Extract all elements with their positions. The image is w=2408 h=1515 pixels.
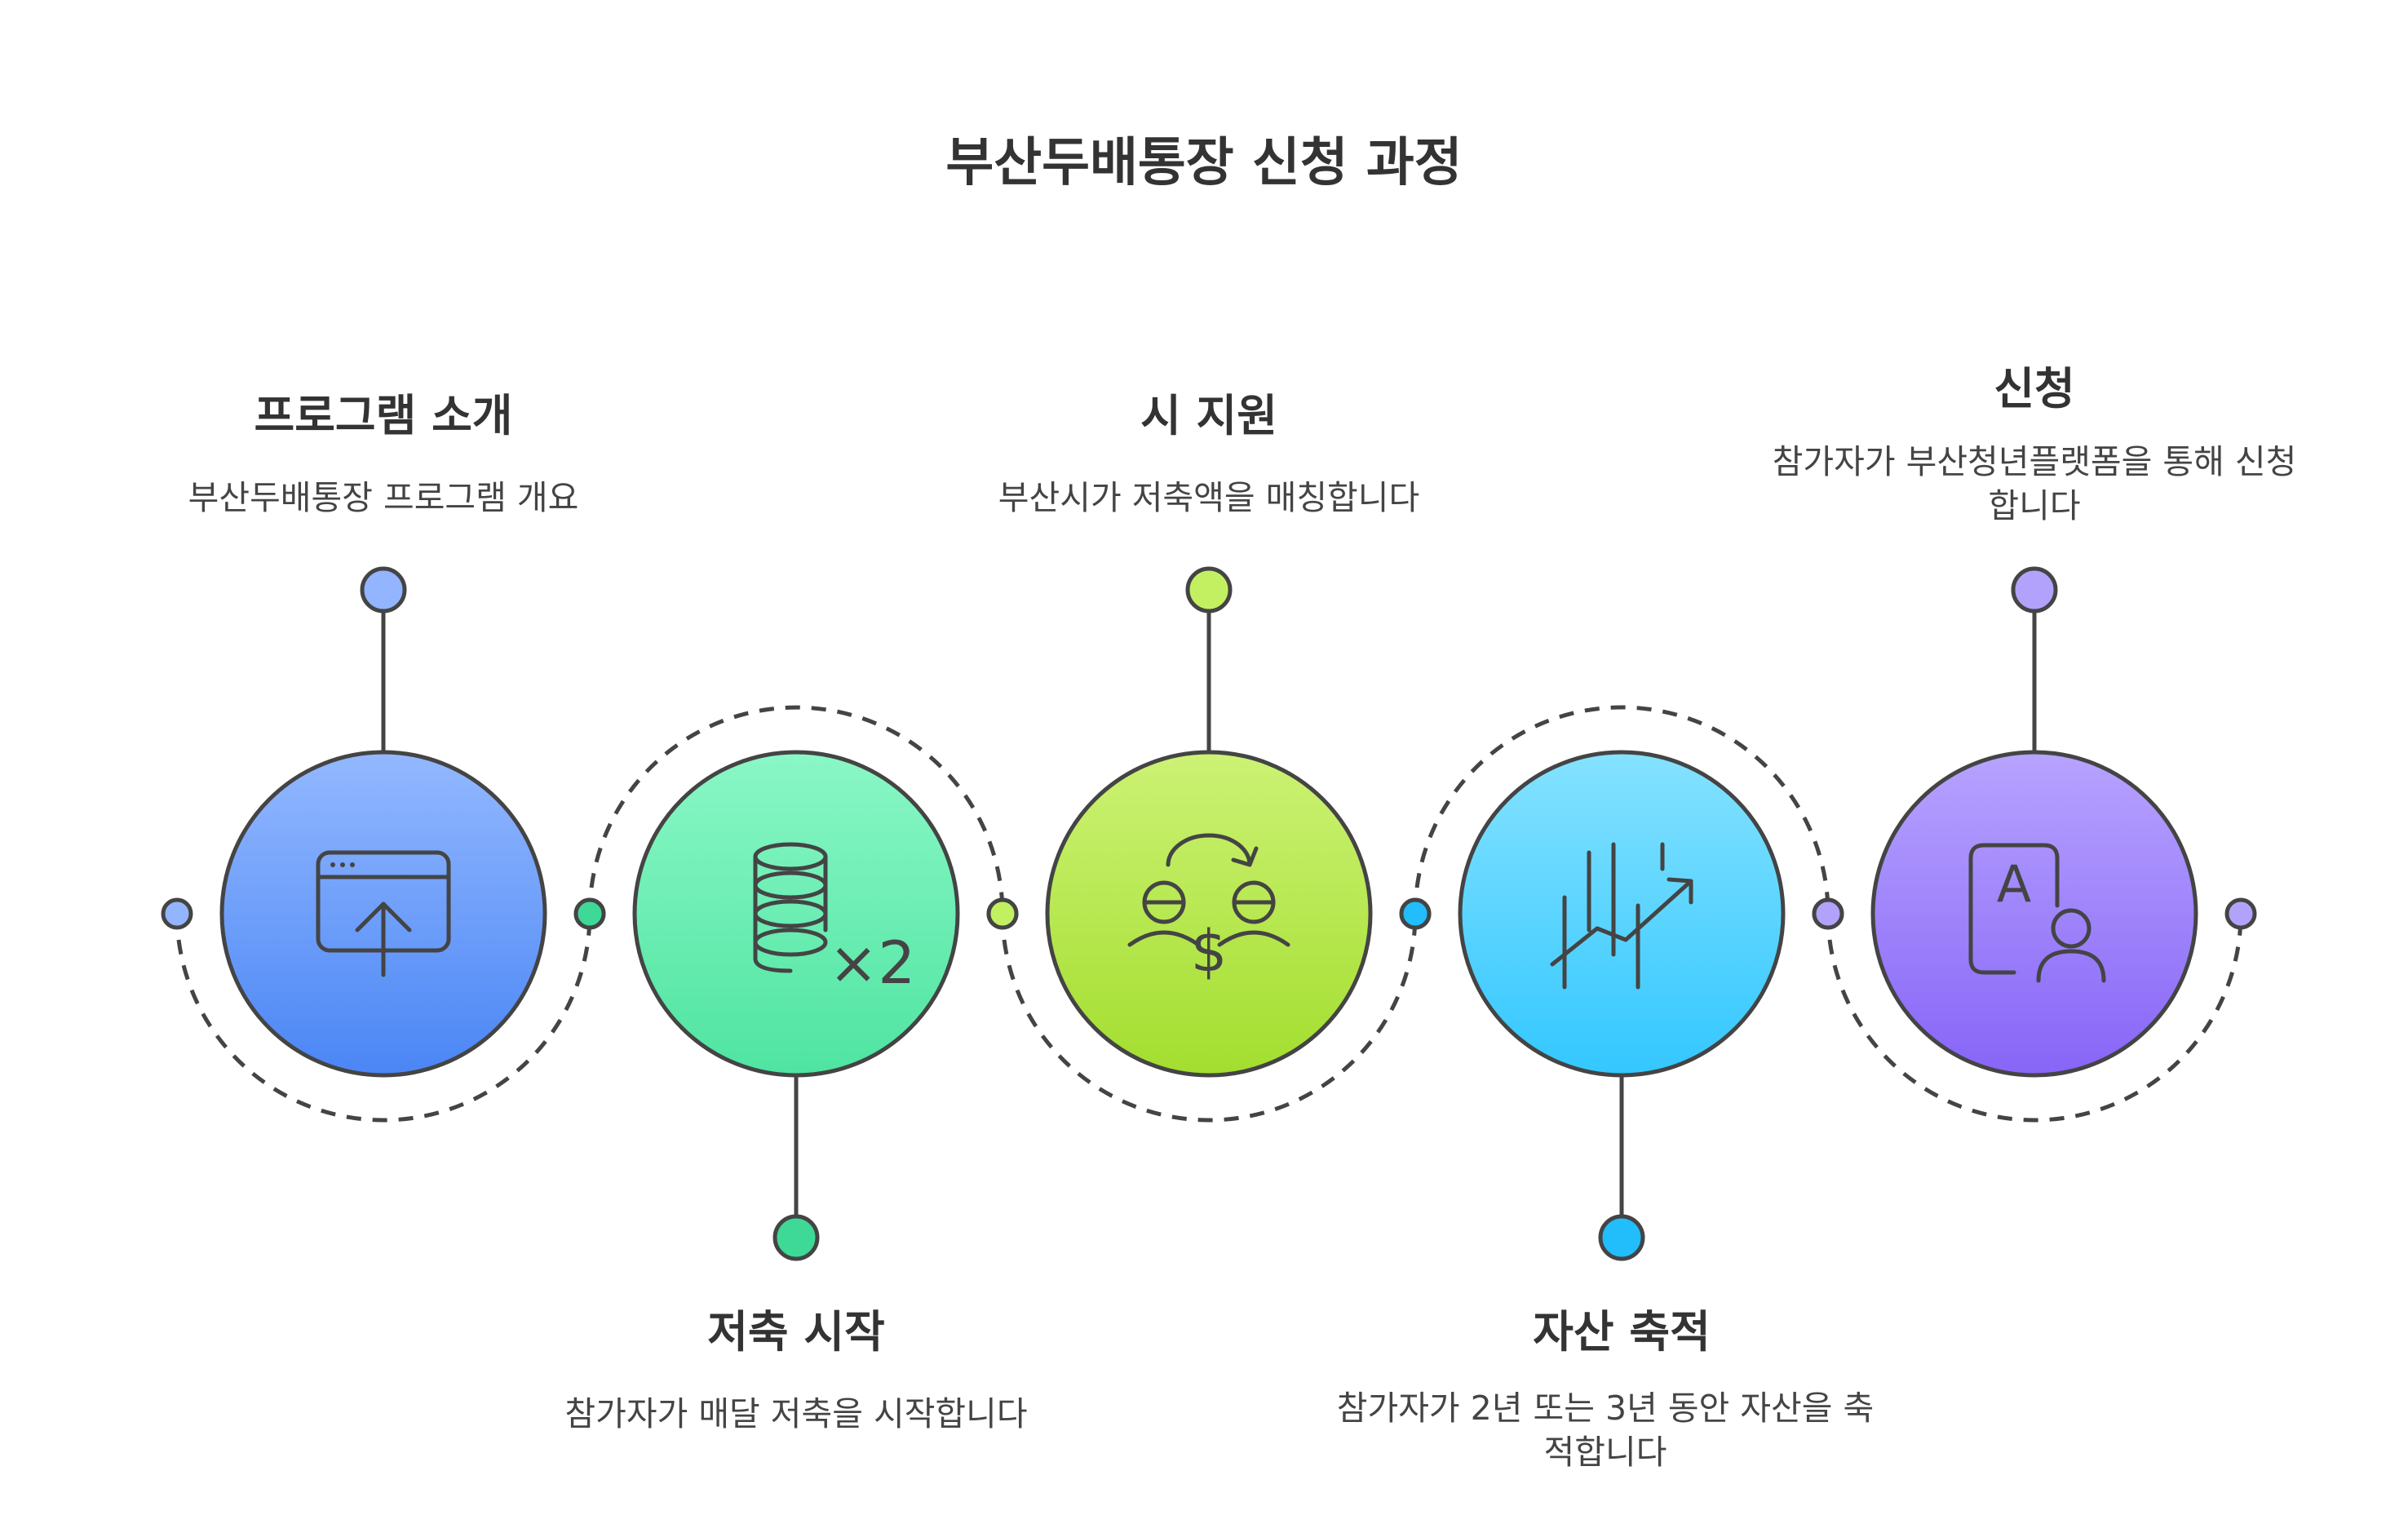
- step-1: [161, 566, 606, 1078]
- step-3: $: [986, 566, 1432, 1078]
- step-1-pin-dot: [360, 566, 407, 614]
- step-3-pin-dot: [1185, 566, 1233, 614]
- step-3-circle: [1045, 750, 1373, 1078]
- step-2-description: 참가자가 매달 저축을 시작합니다: [564, 1394, 1028, 1433]
- step-1-title: 프로그램 소개: [254, 390, 513, 441]
- step-3-description: 부산시가 저축액을 매칭합니다: [998, 478, 1420, 517]
- step-4-left-dot: [1399, 897, 1432, 930]
- money-exchange-icon: $: [1127, 833, 1290, 985]
- step-5-pin-dot: [2011, 566, 2058, 614]
- step-2-circle: [632, 750, 960, 1078]
- arc-3: [1000, 913, 1418, 1123]
- arc-4: [1413, 705, 1830, 915]
- step-2-pin-dot: [772, 1214, 820, 1261]
- step-4-pin-dot: [1598, 1214, 1645, 1261]
- page-title: 부산두배통장 신청 과정: [945, 133, 1463, 193]
- times-two-label: ×2: [829, 928, 915, 997]
- step-3-title: 시 지원: [1140, 390, 1277, 441]
- step-1-description: 부산두배통장 프로그램 개요: [188, 478, 579, 517]
- step-4: [1399, 750, 1844, 1261]
- step-3-left-dot: [986, 897, 1019, 930]
- step-4-circle: [1458, 750, 1786, 1078]
- step-5-left-dot: [1812, 897, 1844, 930]
- dollar-sign: $: [1191, 918, 1228, 985]
- letter-a-label: A: [1997, 854, 2031, 914]
- step-5: A: [1812, 566, 2257, 1078]
- step-5-right-dot: [2224, 897, 2257, 930]
- step-2-left-dot: [573, 897, 606, 930]
- step-2: ×2: [573, 750, 1019, 1261]
- step-1-left-dot: [161, 897, 193, 930]
- arc-1: [175, 913, 592, 1123]
- step-2-title: 저축 시작: [707, 1306, 885, 1358]
- upload-window-icon: [316, 850, 451, 977]
- step-5-title: 신청: [1994, 363, 2075, 414]
- application-user-icon: A: [1968, 843, 2106, 983]
- connector-arcs: [175, 705, 2243, 1123]
- database-times-two-icon: ×2: [753, 842, 915, 997]
- step-4-title: 자산 축적: [1533, 1306, 1711, 1358]
- step-4-description: 참가자가 2년 또는 3년 동안 자산을 축적합니다: [1336, 1389, 1875, 1472]
- growth-chart-icon: [1550, 842, 1693, 990]
- step-5-description: 참가자가 부산청년플랫폼을 통해 신청합니다: [1772, 442, 2297, 525]
- arc-2: [587, 705, 1005, 915]
- arc-5: [1826, 913, 2243, 1123]
- step-5-circle: [1870, 750, 2198, 1078]
